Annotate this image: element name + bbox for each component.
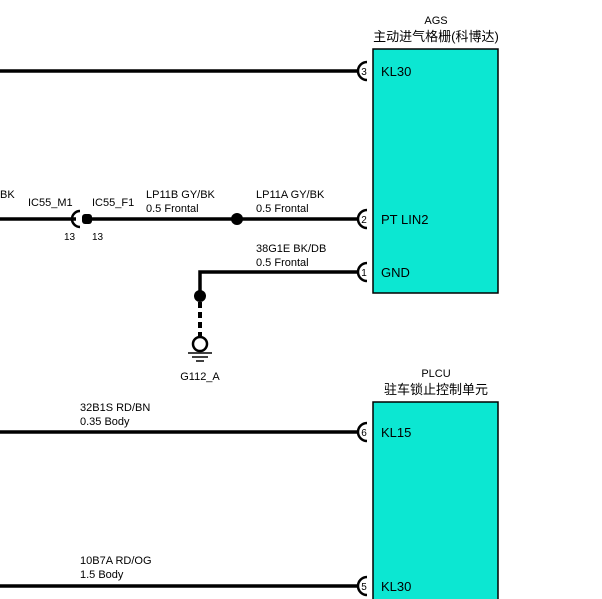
plcu-pin5-socket bbox=[356, 575, 368, 597]
ground-label: G112_A bbox=[180, 371, 220, 383]
plcu-pin6-label: KL15 bbox=[381, 425, 411, 440]
ic55-f1-label: IC55_F1 bbox=[92, 197, 134, 209]
ags-pin2-label: PT LIN2 bbox=[381, 212, 428, 227]
splice-dot bbox=[231, 213, 243, 225]
left-cut-label: BK bbox=[0, 189, 15, 201]
lp11a-spec: 0.5 Frontal bbox=[256, 203, 309, 215]
lp11b-spec: 0.5 Frontal bbox=[146, 203, 199, 215]
g1e-spec: 0.5 Frontal bbox=[256, 257, 309, 269]
g1e-name: 38G1E BK/DB bbox=[256, 243, 326, 255]
ic55-m1-label: IC55_M1 bbox=[28, 197, 73, 209]
b1s-spec: 0.35 Body bbox=[80, 416, 130, 428]
plcu-pin6-socket bbox=[356, 421, 368, 443]
ground-eyelet bbox=[191, 335, 209, 353]
ags-pin1-socket bbox=[356, 261, 368, 283]
plcu-module-box bbox=[372, 401, 499, 599]
ags-pin1-num: 1 bbox=[361, 268, 367, 279]
ags-module-box bbox=[372, 48, 499, 294]
ags-pin2-num: 2 bbox=[361, 215, 367, 226]
plcu-pin6-num: 6 bbox=[361, 428, 367, 439]
ags-pin1-label: GND bbox=[381, 265, 410, 280]
plcu-pin5-num: 5 bbox=[361, 582, 367, 593]
b7a-name: 10B7A RD/OG bbox=[80, 555, 152, 567]
b7a-spec: 1.5 Body bbox=[80, 569, 124, 581]
plcu-pin5-label: KL30 bbox=[381, 579, 411, 594]
ags-code: AGS bbox=[424, 15, 447, 27]
ags-pin2-socket bbox=[356, 208, 368, 230]
ic55-f1-connector bbox=[82, 214, 92, 224]
ags-pin3-label: KL30 bbox=[381, 64, 411, 79]
plcu-code: PLCU bbox=[421, 368, 450, 380]
ags-name: 主动进气格栅(科博达) bbox=[373, 29, 499, 44]
ic55-m1-connector bbox=[70, 209, 81, 229]
ground-splice-dot bbox=[194, 290, 206, 302]
wire-ags-gnd bbox=[198, 270, 358, 296]
ags-pin3-socket bbox=[356, 60, 368, 82]
lp11a-name: LP11A GY/BK bbox=[256, 189, 325, 201]
lp11b-name: LP11B GY/BK bbox=[146, 189, 216, 201]
b1s-name: 32B1S RD/BN bbox=[80, 402, 150, 414]
ags-pin3-num: 3 bbox=[361, 67, 367, 78]
plcu-name: 驻车锁止控制单元 bbox=[384, 382, 488, 397]
ic55-m1-pin: 13 bbox=[64, 232, 76, 243]
ic55-f1-pin: 13 bbox=[92, 232, 104, 243]
